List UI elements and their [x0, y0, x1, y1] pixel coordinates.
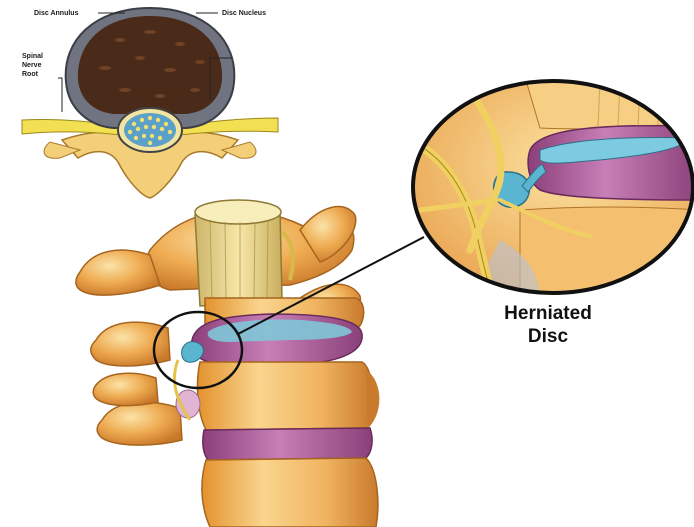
disc-label: Disc — [528, 326, 569, 347]
nerve-root-leader — [58, 78, 62, 112]
herniation-bulge — [182, 342, 204, 363]
upper-left-process — [76, 250, 160, 295]
middle-body-shadow — [366, 370, 379, 428]
root-label: Root — [22, 71, 39, 78]
disc-annulus-label: Disc Annulus — [34, 10, 79, 17]
lower-disc — [203, 428, 372, 460]
middle-vertebral-body — [198, 362, 373, 430]
spine-illustration — [76, 200, 379, 527]
zoom-upper-bone — [520, 60, 694, 130]
mid-left-process — [91, 322, 170, 366]
nerve-label: Nerve — [22, 62, 42, 69]
herniated-label: Herniated — [504, 303, 592, 324]
lower-left-process-2 — [93, 373, 158, 405]
lower-left-process — [97, 402, 182, 445]
lower-vertebral-body — [202, 458, 378, 527]
cross-section-inset: Disc Annulus Disc Nucleus Spinal Nerve R… — [22, 8, 278, 198]
spinal-label: Spinal — [22, 53, 43, 60]
disc-nucleus-label: Disc Nucleus — [222, 10, 266, 17]
zoom-detail — [410, 60, 694, 300]
